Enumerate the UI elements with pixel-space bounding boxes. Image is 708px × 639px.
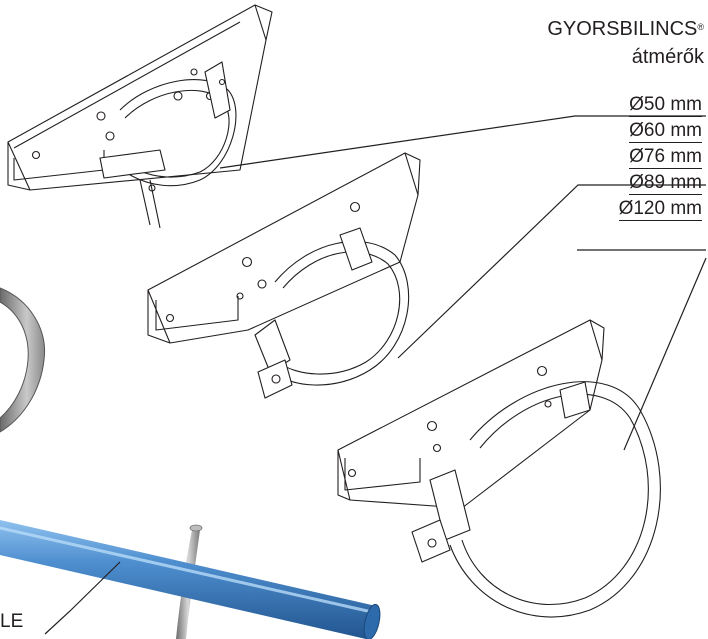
size-item: Ø50 mm <box>629 94 702 117</box>
leader-line-pipe <box>44 561 121 635</box>
blue-pipe <box>0 520 381 639</box>
bracket-large <box>337 319 661 618</box>
size-item: Ø60 mm <box>629 120 702 143</box>
diameters-heading: átmérők <box>631 46 704 68</box>
size-item: Ø76 mm <box>629 146 702 169</box>
size-item: Ø120 mm <box>618 198 702 221</box>
leader-lines <box>44 115 707 635</box>
diameter-list: Ø50 mm Ø60 mm Ø76 mm Ø89 mm Ø120 mm <box>570 93 702 223</box>
bracket-medium <box>147 152 421 399</box>
product-title: GYORSBILINCS® <box>547 18 704 40</box>
leader-line-medium <box>397 184 706 359</box>
steel-ring-photo <box>0 287 46 433</box>
registered-mark: ® <box>697 22 704 32</box>
pipe-label: LE <box>0 611 24 632</box>
size-item: Ø89 mm <box>629 172 702 195</box>
leader-line-small <box>219 115 706 169</box>
bracket-small <box>7 4 273 229</box>
